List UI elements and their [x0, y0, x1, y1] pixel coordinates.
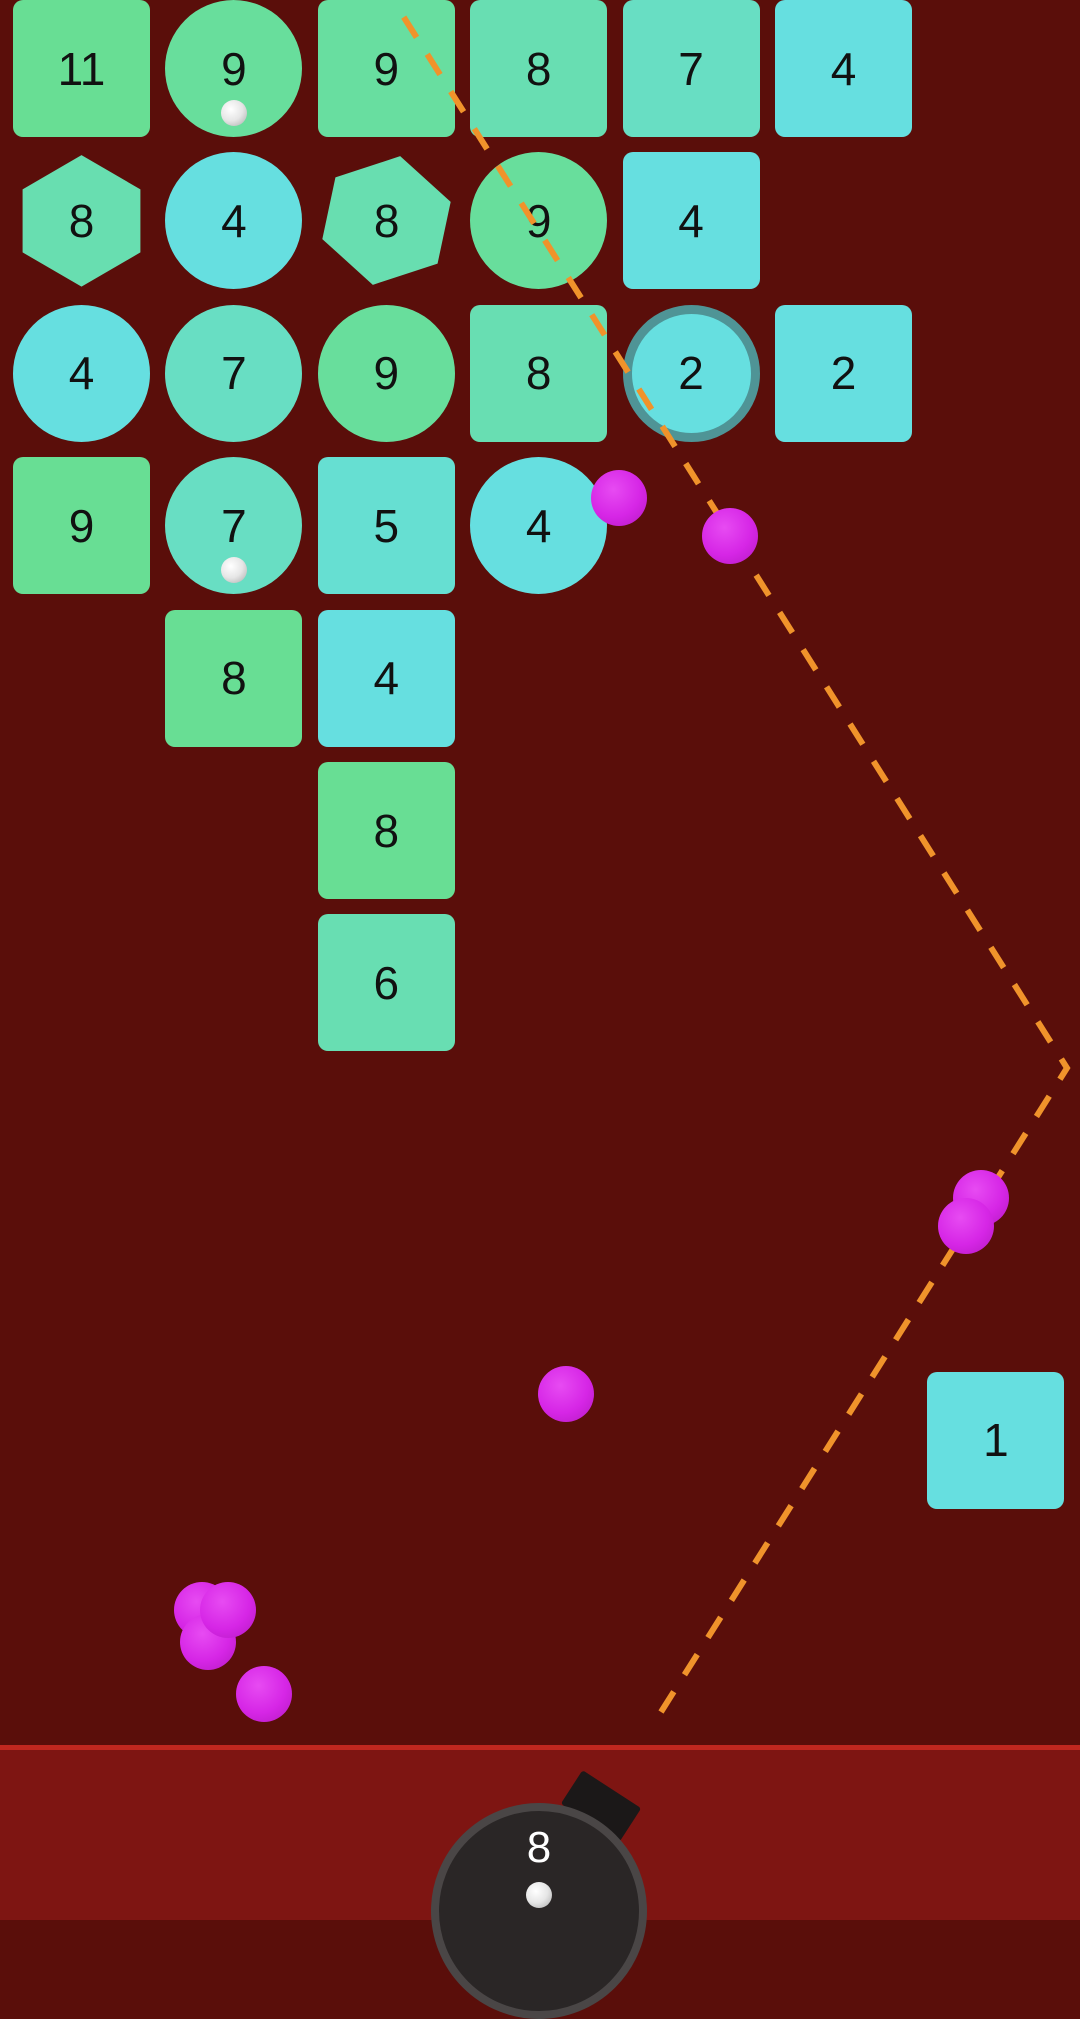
brick-hit-count: 8 — [221, 652, 247, 705]
brick-hit-count: 7 — [221, 499, 247, 552]
brick-hit-count: 8 — [525, 347, 552, 400]
brick-square-r0c2: 9 — [317, 0, 455, 137]
brick-hit-count: 1 — [983, 1414, 1009, 1467]
brick-square-r3c0: 9 — [13, 457, 150, 595]
brick-hit-count: 9 — [373, 347, 400, 400]
brick-square-r0c4: 7 — [622, 0, 760, 137]
brick-hit-count: 2 — [678, 347, 704, 400]
brick-hit-count: 2 — [830, 347, 857, 400]
brick-circle-r3c3: 4 — [470, 457, 608, 595]
brick-hit-count: 11 — [57, 42, 106, 95]
brick-square-r0c0: 11 — [13, 0, 150, 137]
brick-square-r3c2: 5 — [317, 457, 455, 595]
brick-hit-count: 6 — [373, 956, 400, 1009]
brick-square-r6c2: 6 — [317, 914, 455, 1052]
game-ball — [591, 470, 647, 526]
brick-hit-count: 4 — [678, 194, 704, 247]
brick-hit-count: 5 — [373, 499, 400, 552]
brick-hit-count: 7 — [221, 347, 247, 400]
brick-square-r9c6: 1 — [927, 1371, 1065, 1509]
brick-hit-count: 9 — [373, 42, 400, 95]
brick-hit-count: 4 — [68, 347, 95, 400]
extra-ball-pickup — [220, 557, 247, 584]
brick-square-r1c4: 4 — [622, 152, 760, 290]
brick-hit-count: 9 — [68, 499, 95, 552]
brick-circle-ring-r2c4: 2 — [622, 304, 760, 442]
game-ball — [938, 1198, 994, 1254]
brick-hit-count: 7 — [678, 42, 704, 95]
game-ball — [702, 508, 758, 564]
ball-count-label: 8 — [526, 1823, 552, 1872]
brick-square-r0c3: 8 — [470, 0, 608, 137]
brick-circle-r2c0: 4 — [13, 304, 150, 442]
brick-hit-count: 4 — [221, 194, 247, 247]
brick-square-r2c5: 2 — [775, 304, 912, 442]
launcher-ball-icon — [526, 1882, 552, 1908]
brick-hit-count: 8 — [373, 804, 400, 857]
brick-square-r2c3: 8 — [470, 304, 608, 442]
brick-circle-r1c3: 9 — [470, 152, 608, 290]
brick-circle-r1c1: 4 — [165, 152, 303, 290]
brick-circle-r2c1: 7 — [165, 304, 303, 442]
brick-square-r4c1: 8 — [165, 609, 303, 747]
brick-hit-count: 4 — [373, 652, 400, 705]
extra-ball-pickup — [220, 100, 247, 126]
brick-square-r4c2: 4 — [317, 609, 455, 747]
brick-hit-count: 4 — [830, 42, 857, 95]
brick-hit-count: 8 — [525, 42, 552, 95]
game-ball — [538, 1366, 594, 1422]
aim-trajectory-line — [395, 6, 1071, 1714]
brick-circle-r2c2: 9 — [317, 304, 455, 442]
brick-square-r5c2: 8 — [317, 762, 455, 899]
brick-hit-count: 9 — [221, 42, 247, 95]
game-ball — [200, 1582, 256, 1638]
game-ball — [236, 1666, 292, 1722]
brick-hit-count: 8 — [68, 194, 95, 247]
brick-hit-count: 4 — [525, 499, 552, 552]
brick-square-r0c5: 4 — [775, 0, 912, 137]
